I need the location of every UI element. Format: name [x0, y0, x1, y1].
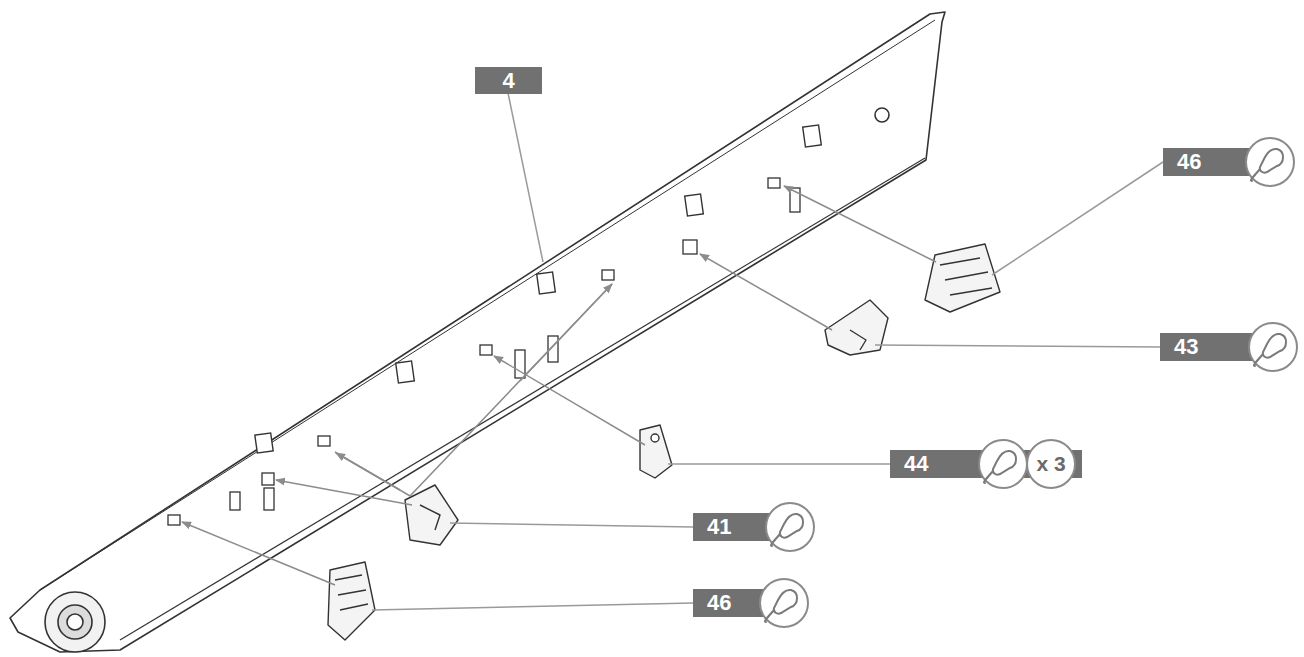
quantity-label: x 3	[1036, 452, 1065, 476]
callout-tag: 41	[693, 513, 793, 541]
glue-tube	[1250, 324, 1296, 370]
glue-tube	[1247, 139, 1293, 185]
callout-tag: 4	[475, 67, 542, 94]
callout-tag: 46	[693, 589, 793, 617]
glue-tube	[980, 441, 1026, 487]
glue-icon	[765, 502, 815, 552]
glue-icon	[1245, 137, 1295, 187]
callout-tag: 44x 3	[890, 450, 1082, 478]
callout-tag: 46	[1163, 148, 1275, 176]
callout-tag: 43	[1160, 333, 1272, 361]
quantity-circle: x 3	[1026, 439, 1076, 489]
callout-number: 4	[475, 67, 542, 94]
glue-icon	[978, 439, 1028, 489]
glue-icon	[1248, 322, 1298, 372]
glue-tube	[761, 580, 807, 626]
glue-icon	[759, 578, 809, 628]
glue-tube	[767, 504, 813, 550]
